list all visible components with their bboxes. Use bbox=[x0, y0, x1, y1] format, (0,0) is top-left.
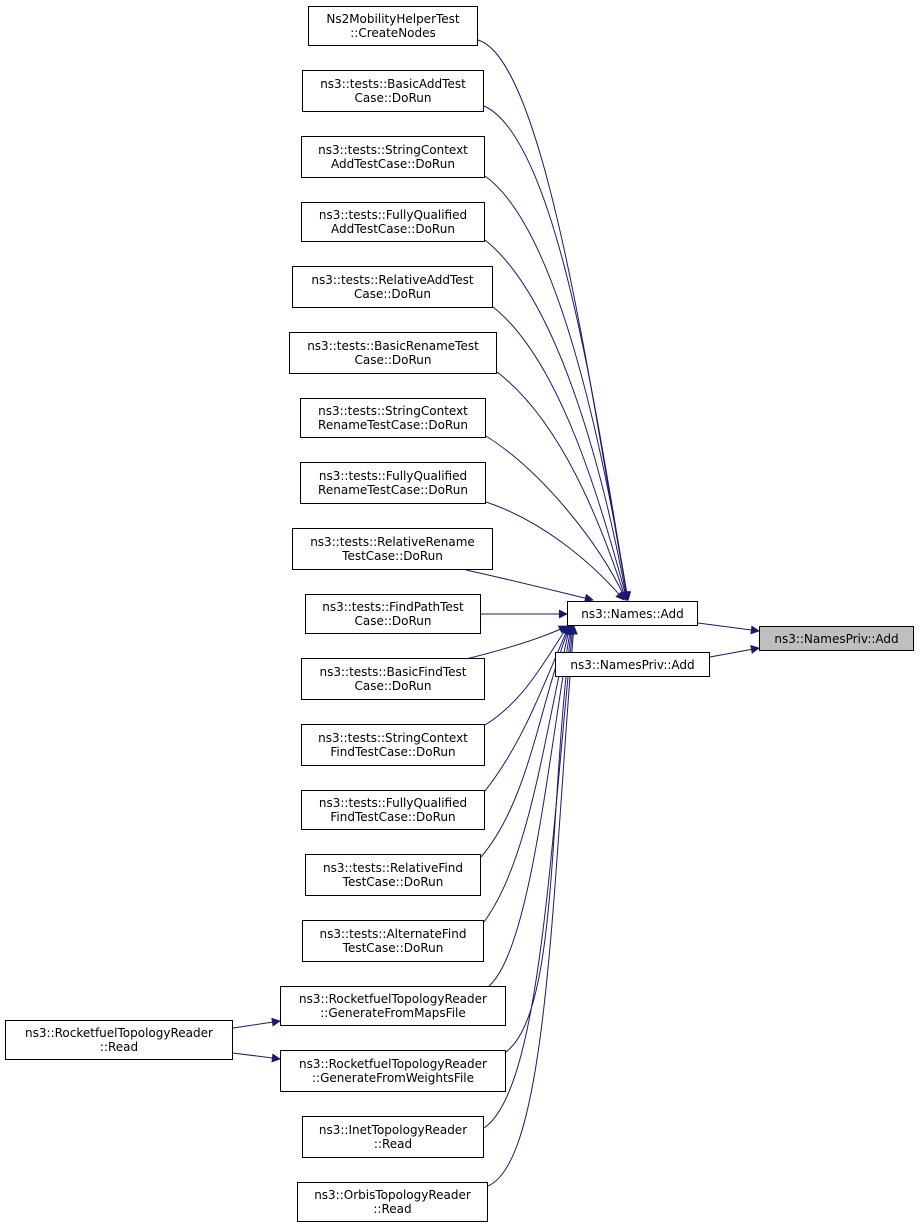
edge-rfread-to-rfgenmaps bbox=[232, 1017, 281, 1029]
edge-basicadd-to-names-add bbox=[483, 105, 632, 601]
edge-rfgenmaps-to-names-add bbox=[488, 625, 575, 987]
edge-stringctxrename-to-names-add bbox=[485, 435, 627, 601]
edge-reladd-to-names-add bbox=[492, 306, 630, 601]
edge-ns2mobility-to-names-add bbox=[477, 39, 631, 601]
edge-fqrename-to-names-add bbox=[485, 501, 625, 601]
node-names-add[interactable]: ns3::Names::Add bbox=[567, 601, 698, 626]
edge-stringctxfind-to-names-add bbox=[484, 625, 569, 726]
edge-relrename-to-names-add bbox=[465, 569, 594, 603]
edge-rfgenweights-to-names-add bbox=[505, 625, 576, 1053]
edge-basicrename-to-names-add bbox=[496, 371, 628, 601]
node-ns2mobilityhelpertest-createnodes[interactable]: Ns2MobilityHelperTest::CreateNodes bbox=[308, 6, 478, 46]
node-inettopologyreader-read[interactable]: ns3::InetTopologyReader::Read bbox=[302, 1116, 484, 1158]
edge-fqadd-to-names-add bbox=[484, 239, 630, 601]
node-namespriv-add-focus: ns3::NamesPriv::Add bbox=[759, 626, 914, 651]
node-rocketfuel-generatefromweightsfile[interactable]: ns3::RocketfuelTopologyReader::GenerateF… bbox=[280, 1050, 506, 1092]
node-orbistopologyreader-read[interactable]: ns3::OrbisTopologyReader::Read bbox=[297, 1182, 488, 1222]
node-namespriv-add-secondary[interactable]: ns3::NamesPriv::Add bbox=[555, 652, 710, 677]
node-rocketfuel-read[interactable]: ns3::RocketfuelTopologyReader::Read bbox=[5, 1020, 233, 1060]
edge-orbisread-to-names-add bbox=[487, 625, 578, 1187]
edge-inetread-to-names-add bbox=[483, 625, 577, 1129]
edge-namespriv2-to-namespriv-add bbox=[709, 645, 760, 658]
edge-names-add-to-namespriv-add bbox=[697, 622, 760, 635]
edge-fqfind-to-names-add bbox=[484, 625, 570, 792]
edge-rfread-to-rfgenweights bbox=[232, 1052, 281, 1063]
edge-basicfind-to-names-add bbox=[465, 625, 568, 660]
node-rocketfuel-generatefrommapsfile[interactable]: ns3::RocketfuelTopologyReader::GenerateF… bbox=[280, 986, 506, 1026]
edge-stringctxadd-to-names-add bbox=[484, 175, 632, 601]
